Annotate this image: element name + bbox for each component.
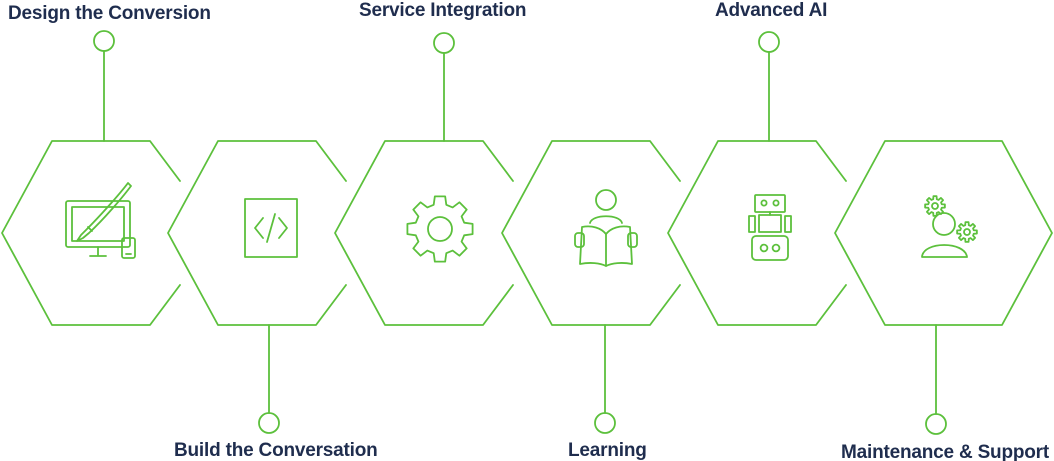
person-gears-icon [921, 195, 978, 258]
monitor-brush-icon [65, 182, 136, 259]
stage-label-6: Maintenance & Support [841, 442, 1050, 461]
gear-icon [406, 195, 474, 263]
hexagon-chain [1, 140, 1053, 326]
hexagon-stage-3 [334, 140, 514, 326]
hexagon-stage-4 [501, 140, 681, 326]
connectors [93, 30, 947, 435]
reading-person-icon [574, 189, 638, 267]
node-stage-5 [758, 31, 780, 53]
stage-label-3: Service Integration [359, 0, 526, 21]
node-stage-4 [594, 412, 616, 434]
code-icon [244, 198, 298, 258]
stage-labels: Design the Conversion Build the Conversa… [8, 0, 1050, 461]
stage-icons [65, 182, 978, 267]
stage-label-1: Design the Conversion [8, 3, 211, 24]
stage-label-5: Advanced AI [715, 0, 827, 21]
node-stage-2 [258, 412, 280, 434]
node-stage-1 [93, 30, 115, 52]
stage-label-2: Build the Conversation [174, 440, 378, 461]
stage-label-4: Learning [568, 440, 647, 461]
node-stage-3 [433, 32, 455, 54]
robot-icon [748, 194, 792, 261]
hexagon-stage-1 [1, 140, 181, 326]
node-stage-6 [925, 413, 947, 435]
hexagon-stage-6 [834, 140, 1053, 326]
hexagon-stage-2 [167, 140, 347, 326]
hexagon-stage-5 [667, 140, 847, 326]
